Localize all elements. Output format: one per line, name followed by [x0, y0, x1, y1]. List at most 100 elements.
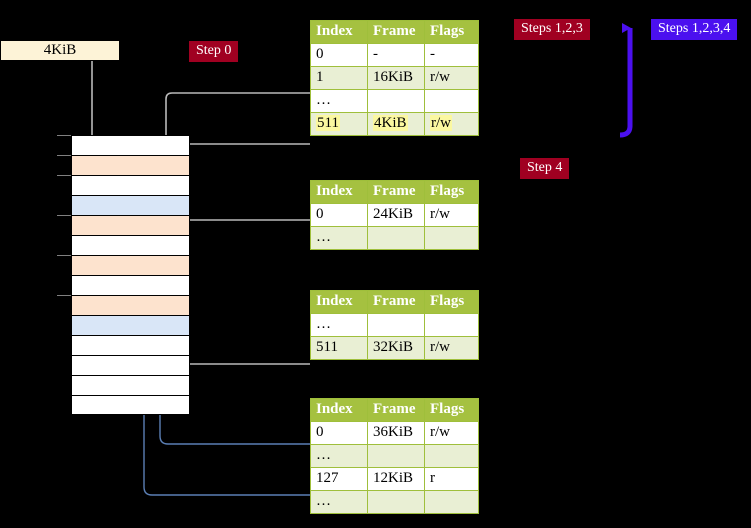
memory-tick-mark: [57, 175, 71, 176]
column-header-index: Index: [310, 290, 368, 314]
table-row[interactable]: …: [310, 89, 479, 113]
cell-flags: r: [424, 467, 479, 491]
table-header-row: Index Frame Flags: [310, 290, 479, 314]
cell-index: 0: [310, 203, 368, 227]
column-header-flags: Flags: [424, 290, 479, 314]
table-row[interactable]: …: [310, 226, 479, 250]
cell-frame: 36KiB: [367, 421, 425, 445]
arrow-steps-1234: [619, 23, 633, 138]
memory-frame-row[interactable]: [71, 255, 190, 275]
memory-frame-row[interactable]: [71, 335, 190, 355]
badge-step-0: Step 0: [189, 41, 239, 62]
cell-flags: [424, 444, 479, 468]
table-header-row: Index Frame Flags: [310, 398, 479, 422]
cell-index: 127: [310, 467, 368, 491]
badge-steps-1234-label: Steps 1,2,3,4: [658, 21, 731, 36]
badge-step-4: Step 4: [520, 158, 570, 179]
cell-frame: [367, 444, 425, 468]
memory-frame-row[interactable]: [71, 195, 190, 215]
table-row[interactable]: …: [310, 313, 479, 337]
cell-flags: r/w: [424, 203, 479, 227]
memory-tick-mark: [57, 215, 71, 216]
memory-frame-row[interactable]: [71, 395, 190, 415]
column-header-flags: Flags: [424, 398, 479, 422]
memory-frame-row[interactable]: [71, 315, 190, 335]
cell-frame: 16KiB: [367, 66, 425, 90]
cell-frame: 24KiB: [367, 203, 425, 227]
cell-index: 511: [310, 112, 368, 136]
memory-frame-row[interactable]: [71, 275, 190, 295]
memory-frame-row[interactable]: [71, 215, 190, 235]
table-header-row: Index Frame Flags: [310, 20, 479, 44]
memory-frame-row[interactable]: [71, 175, 190, 195]
cell-flags: [424, 226, 479, 250]
cell-flags: -: [424, 43, 479, 67]
memory-frame-row[interactable]: [71, 355, 190, 375]
cell-highlight: r/w: [430, 115, 452, 131]
cell-index: …: [310, 313, 368, 337]
cell-flags: r/w: [424, 421, 479, 445]
memory-frame-row[interactable]: [71, 235, 190, 255]
badge-steps-1234: Steps 1,2,3,4: [651, 19, 738, 40]
memory-tick-mark: [57, 295, 71, 296]
cell-flags: r/w: [424, 66, 479, 90]
column-header-frame: Frame: [367, 398, 425, 422]
badge-step-0-label: Step 0: [196, 43, 232, 58]
column-header-frame: Frame: [367, 290, 425, 314]
memory-tick-mark: [57, 135, 71, 136]
cell-frame: [367, 226, 425, 250]
cell-flags: [424, 313, 479, 337]
column-header-flags: Flags: [424, 20, 479, 44]
cell-frame: [367, 313, 425, 337]
cell-frame: 12KiB: [367, 467, 425, 491]
cell-flags: [424, 490, 479, 514]
column-header-index: Index: [310, 398, 368, 422]
column-header-frame: Frame: [367, 20, 425, 44]
cell-index: 0: [310, 43, 368, 67]
memory-frame-row[interactable]: [71, 375, 190, 395]
virtual-address-box: 4KiB: [0, 40, 120, 61]
column-header-index: Index: [310, 20, 368, 44]
table-row[interactable]: …: [310, 444, 479, 468]
column-header-frame: Frame: [367, 180, 425, 204]
column-header-index: Index: [310, 180, 368, 204]
table-row[interactable]: 0--: [310, 43, 479, 67]
memory-frame-row[interactable]: [71, 295, 190, 315]
cell-index: 0: [310, 421, 368, 445]
memory-frame-row[interactable]: [71, 155, 190, 175]
cell-flags: [424, 89, 479, 113]
badge-steps-123: Steps 1,2,3: [514, 19, 590, 40]
column-header-flags: Flags: [424, 180, 479, 204]
badge-step-4-label: Step 4: [527, 160, 563, 175]
cell-index: 1: [310, 66, 368, 90]
memory-frame-row[interactable]: [71, 135, 190, 155]
table-row[interactable]: …: [310, 490, 479, 514]
cell-index: …: [310, 490, 368, 514]
virtual-address-label: 4KiB: [43, 42, 77, 58]
cell-frame: -: [367, 43, 425, 67]
cell-index: 511: [310, 336, 368, 360]
cell-index: …: [310, 89, 368, 113]
cell-frame: 32KiB: [367, 336, 425, 360]
cell-flags: r/w: [424, 336, 479, 360]
cell-flags: r/w: [424, 112, 479, 136]
cell-index: …: [310, 226, 368, 250]
cell-frame: 4KiB: [367, 112, 425, 136]
memory-tick-mark: [57, 155, 71, 156]
badge-steps-123-label: Steps 1,2,3: [521, 21, 583, 36]
